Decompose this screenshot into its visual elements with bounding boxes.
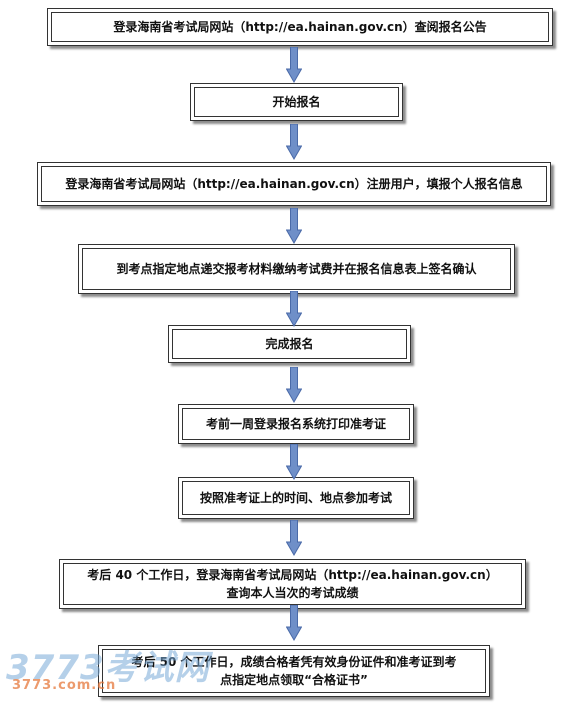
step-check-score-line-1: 考后 40 个工作日，登录海南省考试局网站（http://ea.hainan.g…	[87, 568, 498, 582]
step-view-announcement: 登录海南省考试局网站（http://ea.hainan.gov.cn）查阅报名公…	[47, 8, 553, 46]
step-collect-certificate: 考后 50 个工作日，成绩合格者凭有效身份证件和准考证到考 点指定地点领取“合格…	[98, 645, 490, 697]
flow-arrow-2-icon	[286, 124, 302, 160]
step-collect-certificate-line-2: 点指定地点领取“合格证书”	[220, 673, 368, 687]
flow-arrow-7-icon	[286, 520, 302, 556]
step-collect-certificate-text: 考后 50 个工作日，成绩合格者凭有效身份证件和准考证到考 点指定地点领取“合格…	[131, 653, 456, 689]
step-print-admission-ticket-text: 考前一周登录报名系统打印准考证	[205, 417, 386, 431]
step-view-announcement-text: 登录海南省考试局网站（http://ea.hainan.gov.cn）查阅报名公…	[113, 20, 487, 34]
step-check-score-text: 考后 40 个工作日，登录海南省考试局网站（http://ea.hainan.g…	[87, 566, 497, 602]
step-register-user: 登录海南省考试局网站（http://ea.hainan.gov.cn）注册用户，…	[37, 162, 551, 206]
step-submit-materials: 到考点指定地点递交报考材料缴纳考试费并在报名信息表上签名确认	[78, 244, 515, 294]
flow-arrow-3-icon	[286, 208, 302, 244]
step-complete-registration: 完成报名	[168, 325, 411, 363]
watermark-logo-text: 3773考试网	[6, 648, 210, 688]
flow-arrow-6-icon	[286, 444, 302, 480]
site-watermark: 3773考试网 3773.com.cn	[6, 640, 209, 702]
flow-arrow-5-icon	[286, 367, 302, 403]
step-start-registration-text: 开始报名	[272, 95, 321, 109]
step-attend-exam-text: 按照准考证上的时间、地点参加考试	[199, 491, 392, 505]
step-attend-exam: 按照准考证上的时间、地点参加考试	[178, 477, 414, 519]
watermark-url-text: 3773.com.cn	[12, 678, 117, 693]
step-complete-registration-text: 完成报名	[265, 337, 314, 351]
flow-arrow-1-icon	[286, 47, 302, 83]
flow-arrow-8-icon	[286, 605, 302, 641]
step-print-admission-ticket: 考前一周登录报名系统打印准考证	[178, 404, 414, 444]
step-check-score-line-2: 查询本人当次的考试成绩	[226, 586, 359, 600]
step-collect-certificate-line-1: 考后 50 个工作日，成绩合格者凭有效身份证件和准考证到考	[131, 655, 457, 669]
step-register-user-text: 登录海南省考试局网站（http://ea.hainan.gov.cn）注册用户，…	[65, 177, 523, 191]
step-start-registration: 开始报名	[190, 83, 403, 121]
step-check-score: 考后 40 个工作日，登录海南省考试局网站（http://ea.hainan.g…	[59, 559, 526, 609]
step-submit-materials-text: 到考点指定地点递交报考材料缴纳考试费并在报名信息表上签名确认	[116, 262, 477, 276]
flow-arrow-4-icon	[286, 291, 302, 327]
